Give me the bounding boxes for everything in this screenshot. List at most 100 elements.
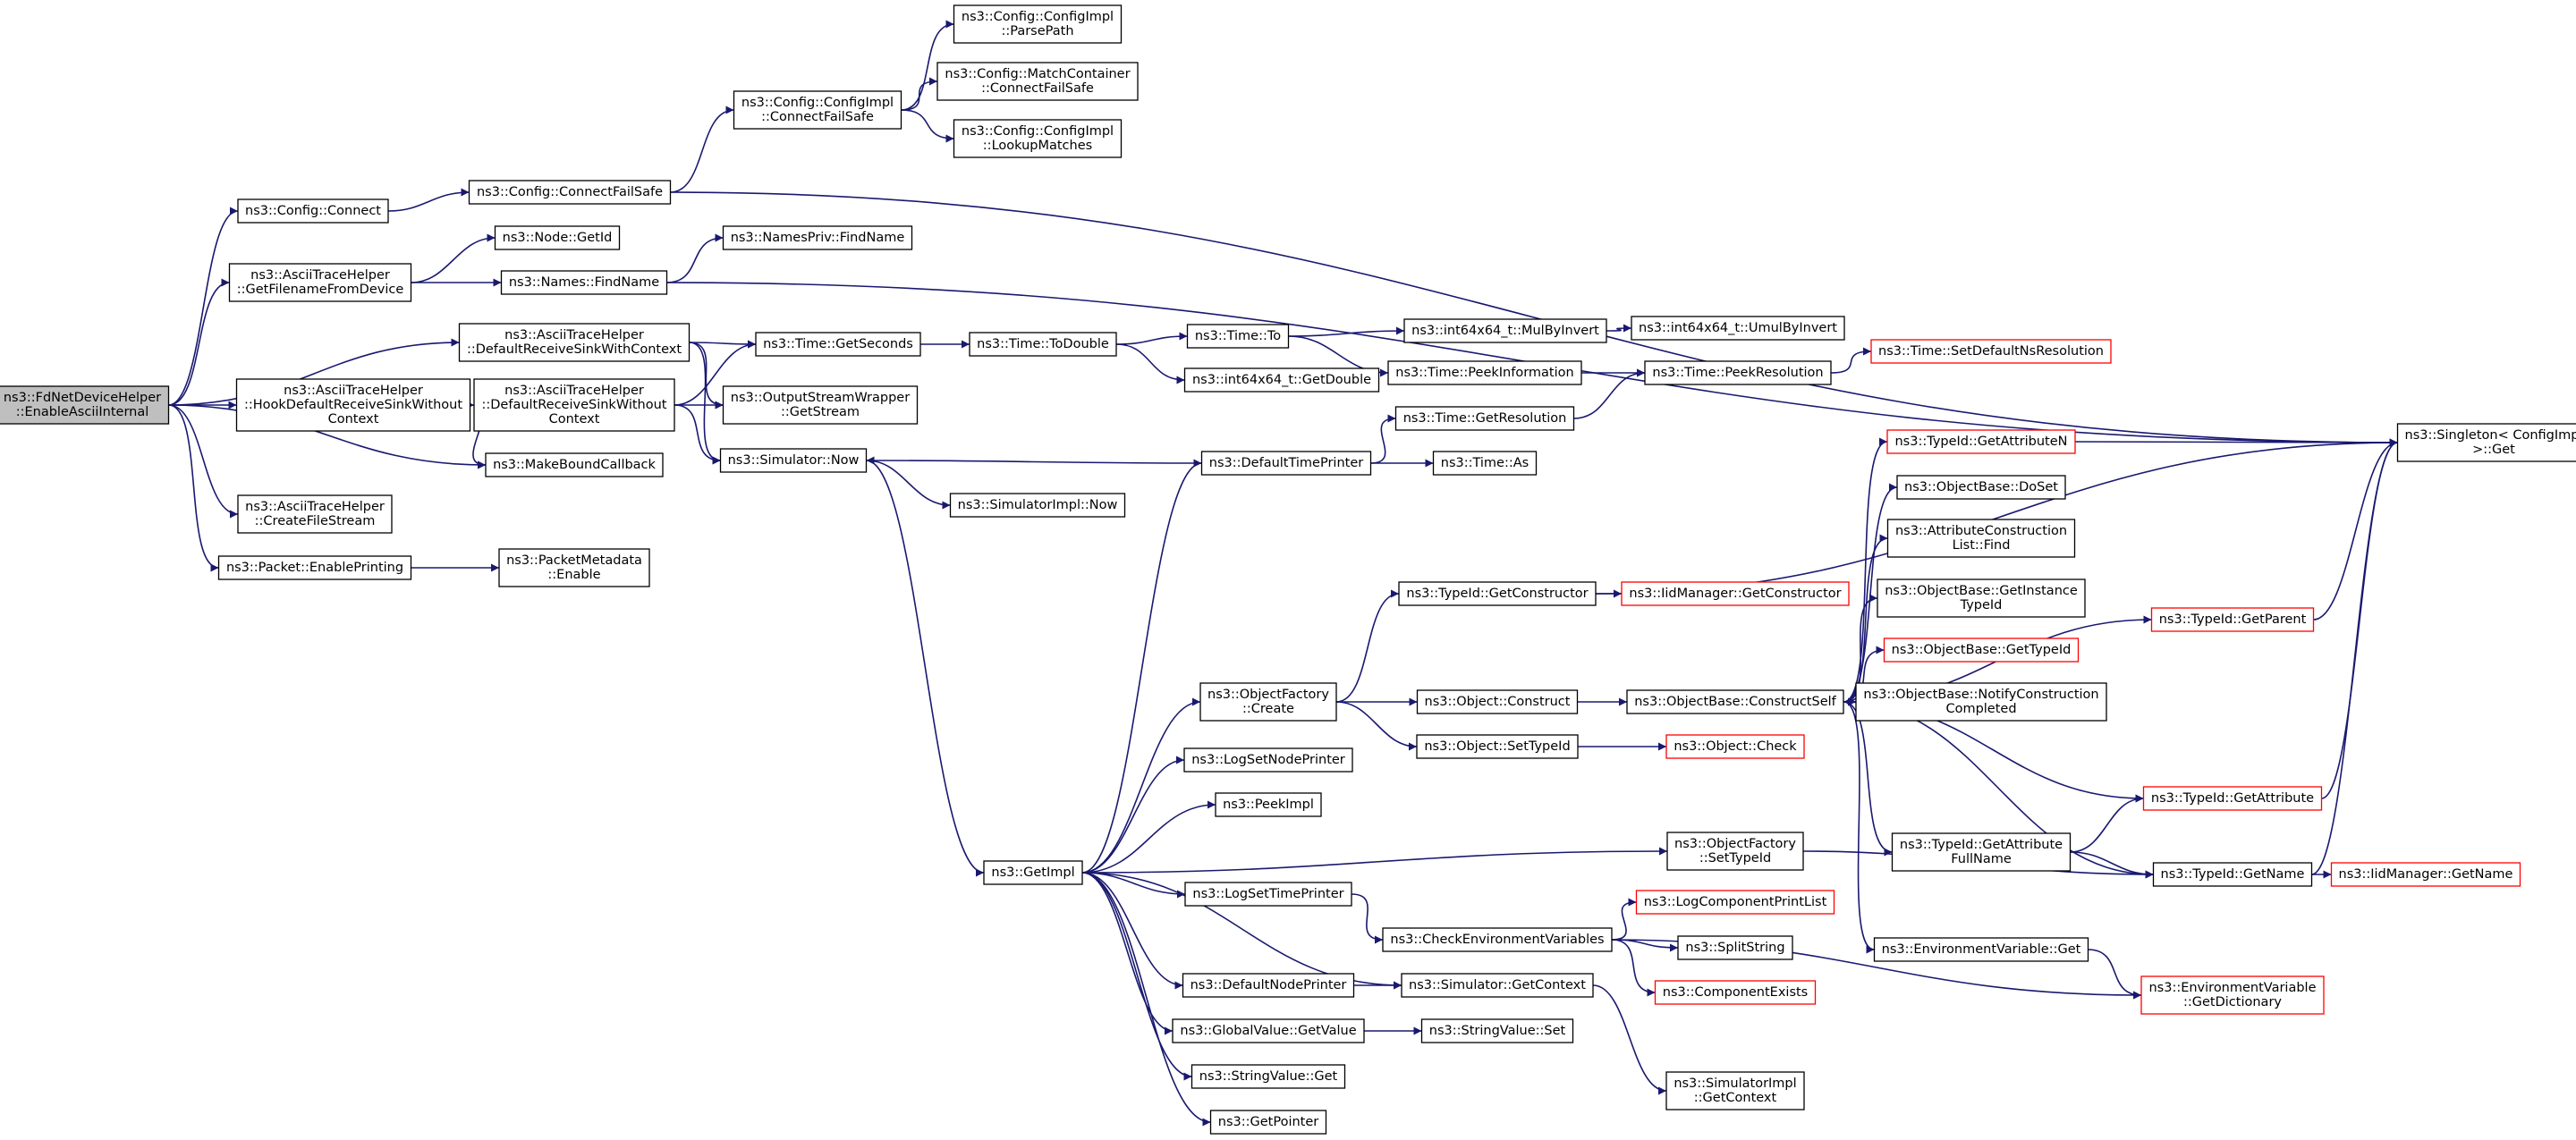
node-node-getid[interactable]: ns3::Node::GetId <box>494 225 621 250</box>
node-box <box>1635 890 1835 915</box>
node-time-getseconds[interactable]: ns3::Time::GetSeconds <box>755 332 921 357</box>
node-logsetnodeprinter[interactable]: ns3::LogSetNodePrinter <box>1183 747 1353 773</box>
node-cfg-connect[interactable]: ns3::Config::Connect <box>237 198 389 224</box>
node-sim-getcontext[interactable]: ns3::Simulator::GetContext <box>1401 973 1594 998</box>
node-box <box>722 385 919 425</box>
node-logcomponentprintlist[interactable]: ns3::LogComponentPrintList <box>1635 890 1835 915</box>
node-globalvalue-getvalue[interactable]: ns3::GlobalValue::GetValue <box>1172 1018 1365 1043</box>
node-peekimpl[interactable]: ns3::PeekImpl <box>1215 792 1322 817</box>
node-getimpl[interactable]: ns3::GetImpl <box>983 860 1083 885</box>
node-int64-umulbyinvert[interactable]: ns3::int64x64_t::UmulByInvert <box>1631 316 1845 341</box>
node-checkenvvars[interactable]: ns3::CheckEnvironmentVariables <box>1382 927 1613 952</box>
node-ath-drswc[interactable]: ns3::AsciiTraceHelper::DefaultReceiveSin… <box>458 323 691 362</box>
node-defaultnodeprinter[interactable]: ns3::DefaultNodePrinter <box>1182 973 1355 998</box>
edge-cfgimpl-connectfailsafe-to-cfgimpl-parsepath <box>901 20 954 111</box>
edge-objbase-constructself-to-typeid-getattributen <box>1843 437 1888 703</box>
node-label: ns3::Time::SetDefaultNsResolution <box>1878 344 2104 359</box>
node-box <box>936 62 1139 101</box>
node-int64-getdouble[interactable]: ns3::int64x64_t::GetDouble <box>1183 367 1380 393</box>
node-object-check[interactable]: ns3::Object::Check <box>1665 734 1805 759</box>
node-objbase-constructself[interactable]: ns3::ObjectBase::ConstructSelf <box>1626 689 1844 714</box>
node-typeid-getname[interactable]: ns3::TypeId::GetName <box>2152 862 2313 887</box>
node-typeid-getattribute[interactable]: ns3::TypeId::GetAttribute <box>2142 786 2323 811</box>
node-sim-now[interactable]: ns3::Simulator::Now <box>719 448 868 473</box>
node-box <box>2140 975 2325 1015</box>
node-getpointer[interactable]: ns3::GetPointer <box>1209 1110 1327 1135</box>
node-cfgimpl-parsepath[interactable]: ns3::Config::ConfigImpl::ParsePath <box>953 4 1123 44</box>
node-int64-mulbyinvert[interactable]: ns3::int64x64_t::MulByInvert <box>1403 318 1607 343</box>
node-simimpl-getcontext[interactable]: ns3::SimulatorImpl::GetContext <box>1665 1071 1805 1110</box>
node-singleton-get[interactable]: ns3::Singleton< ConfigImpl >::Get <box>2396 423 2576 462</box>
node-logsettimeprinter[interactable]: ns3::LogSetTimePrinter <box>1184 882 1352 907</box>
node-box <box>1420 1018 1574 1043</box>
edge-cfg-connect-to-cfg-connectfailsafe <box>387 188 470 212</box>
node-objfactory-settypeid[interactable]: ns3::ObjectFactory::SetTypeId <box>1666 832 1804 871</box>
edge-sim-getcontext-to-simimpl-getcontext <box>1592 984 1667 1095</box>
node-box <box>1416 734 1579 759</box>
node-ath-getfilename[interactable]: ns3::AsciiTraceHelper::GetFilenameFromDe… <box>228 263 412 302</box>
node-objbase-gettypeid[interactable]: ns3::ObjectBase::GetTypeId <box>1883 638 2080 663</box>
node-time-setdefaultnsresolution[interactable]: ns3::Time::SetDefaultNsResolution <box>1870 339 2112 364</box>
node-label: ns3::TypeId::GetAttribute <box>2151 791 2314 806</box>
node-objbase-notifyconstructioncompleted[interactable]: ns3::ObjectBase::NotifyConstructionCompl… <box>1855 682 2107 722</box>
node-iidmanager-getconstructor[interactable]: ns3::IidManager::GetConstructor <box>1621 581 1850 606</box>
node-stringvalue-set[interactable]: ns3::StringValue::Set <box>1420 1018 1574 1043</box>
node-osw-getstream[interactable]: ns3::OutputStreamWrapper::GetStream <box>722 385 919 425</box>
node-typeid-getparent[interactable]: ns3::TypeId::GetParent <box>2150 607 2315 632</box>
node-componentexists[interactable]: ns3::ComponentExists <box>1654 980 1817 1005</box>
node-box <box>468 180 672 205</box>
node-box <box>1182 973 1355 998</box>
node-label: ns3::TypeId::GetAttribute <box>1900 838 2063 852</box>
node-label: ns3::SimulatorImpl <box>1674 1077 1796 1091</box>
node-time-getresolution[interactable]: ns3::Time::GetResolution <box>1394 406 1575 431</box>
node-iidmanager-getname[interactable]: ns3::IidManager::GetName <box>2330 862 2521 887</box>
node-names-findname[interactable]: ns3::Names::FindName <box>500 270 668 295</box>
node-time-peekresolution[interactable]: ns3::Time::PeekResolution <box>1644 360 1832 385</box>
node-simimpl-now[interactable]: ns3::SimulatorImpl::Now <box>949 493 1126 518</box>
node-cfgimpl-lookupmatches[interactable]: ns3::Config::ConfigImpl::LookupMatches <box>953 119 1123 158</box>
node-label: ns3::int64x64_t::UmulByInvert <box>1639 321 1837 335</box>
node-ath-createfilestream[interactable]: ns3::AsciiTraceHelper::CreateFileStream <box>237 494 393 534</box>
node-objfactory-create[interactable]: ns3::ObjectFactory::Create <box>1199 682 1337 722</box>
node-makeboundcallback[interactable]: ns3::MakeBoundCallback <box>485 452 664 477</box>
node-namespriv-findname[interactable]: ns3::NamesPriv::FindName <box>722 225 913 250</box>
node-label: ns3::SplitString <box>1685 941 1784 955</box>
node-box <box>2152 862 2313 887</box>
node-time-as[interactable]: ns3::Time::As <box>1432 451 1538 476</box>
node-box <box>237 198 389 224</box>
node-box <box>2396 423 2576 462</box>
node-label: ns3::TypeId::GetConstructor <box>1406 587 1588 601</box>
node-defaulttimeprinter[interactable]: ns3::DefaultTimePrinter <box>1200 451 1372 476</box>
node-envvar-getdictionary[interactable]: ns3::EnvironmentVariable::GetDictionary <box>2140 975 2325 1015</box>
node-pktmeta-enable[interactable]: ns3::PacketMetadata::Enable <box>498 548 650 587</box>
node-box <box>1654 980 1817 1005</box>
node-envvar-get[interactable]: ns3::EnvironmentVariable::Get <box>1873 937 2089 962</box>
node-typeid-getattributen[interactable]: ns3::TypeId::GetAttributeN <box>1886 429 2076 454</box>
node-time-to[interactable]: ns3::Time::To <box>1186 324 1290 349</box>
node-cfg-connectfailsafe[interactable]: ns3::Config::ConnectFailSafe <box>468 180 672 205</box>
node-box <box>494 225 621 250</box>
node-ath-drswoc[interactable]: ns3::AsciiTraceHelper::DefaultReceiveSin… <box>473 378 675 432</box>
node-box <box>1416 689 1579 714</box>
node-ath-hook[interactable]: ns3::AsciiTraceHelper::HookDefaultReceiv… <box>235 378 471 432</box>
node-label: ns3::Simulator::Now <box>728 453 860 468</box>
edge-ath-drswoc-to-sim-now <box>674 404 721 465</box>
node-stringvalue-get[interactable]: ns3::StringValue::Get <box>1191 1064 1346 1089</box>
node-time-todouble[interactable]: ns3::Time::ToDouble <box>969 332 1117 357</box>
node-matchcontainer-cfs[interactable]: ns3::Config::MatchContainer::ConnectFail… <box>936 62 1139 101</box>
node-object-construct[interactable]: ns3::Object::Construct <box>1416 689 1579 714</box>
node-time-peekinformation[interactable]: ns3::Time::PeekInformation <box>1387 360 1582 385</box>
node-root[interactable]: ns3::FdNetDeviceHelper::EnableAsciiInter… <box>0 385 170 425</box>
node-objbase-doset[interactable]: ns3::ObjectBase::DoSet <box>1896 475 2066 500</box>
node-object-settypeid[interactable]: ns3::Object::SetTypeId <box>1416 734 1579 759</box>
node-box <box>719 448 868 473</box>
node-pkt-enableprinting[interactable]: ns3::Packet::EnablePrinting <box>217 555 412 580</box>
edge-getimpl-to-globalvalue-getvalue <box>1081 872 1174 1035</box>
node-splitstring[interactable]: ns3::SplitString <box>1677 935 1793 960</box>
node-typeid-getconstructor[interactable]: ns3::TypeId::GetConstructor <box>1398 581 1597 606</box>
node-cfgimpl-connectfailsafe[interactable]: ns3::Config::ConfigImpl::ConnectFailSafe <box>733 90 902 130</box>
node-label: ns3::Time::GetResolution <box>1403 411 1567 426</box>
